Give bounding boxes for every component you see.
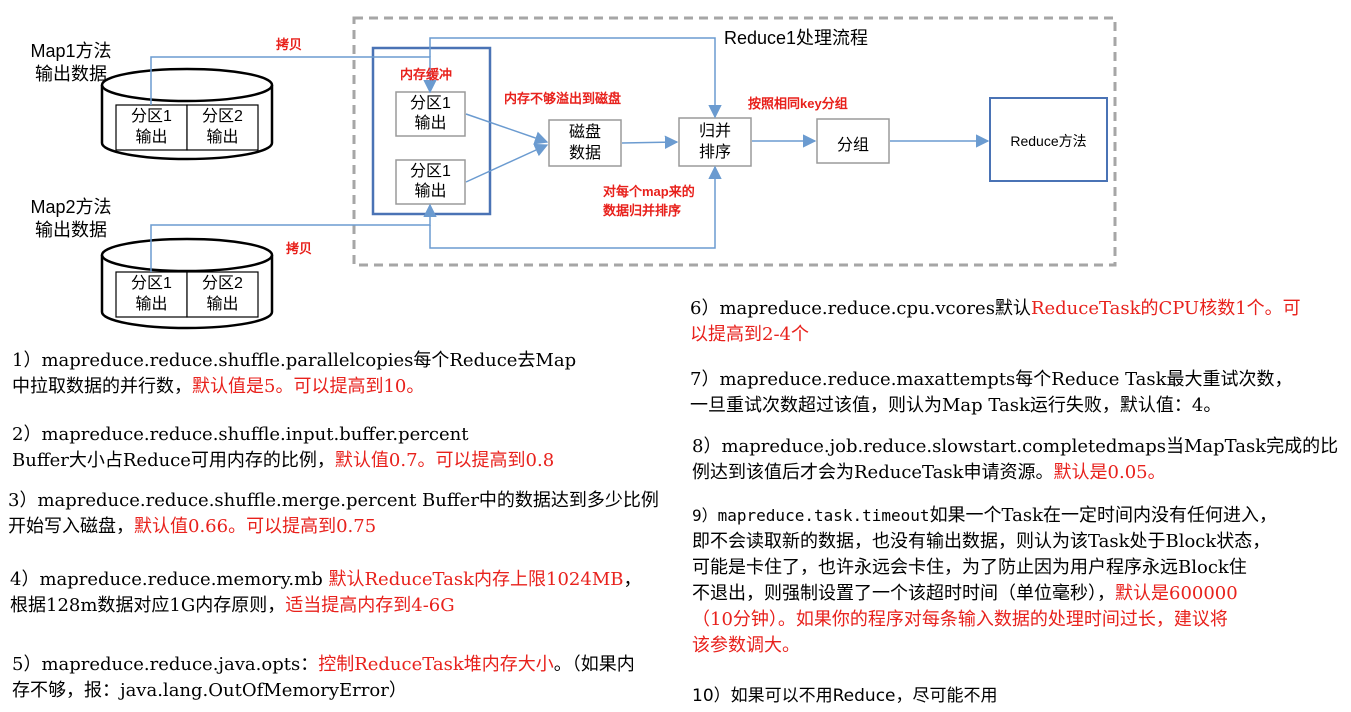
reduce-method-box <box>989 97 1108 182</box>
reduce-method-label: Reduce方法 <box>1010 133 1087 149</box>
copy-arrow-map1-merge <box>429 37 722 119</box>
group-label: 分组 <box>836 137 869 154</box>
note-7: 7）mapreduce.reduce.maxattempts每个Reduce T… <box>690 369 1293 416</box>
note-1: 1）mapreduce.reduce.shuffle.parallelcopie… <box>12 350 577 397</box>
copy-label-1: 拷贝 <box>276 37 303 52</box>
disk-data-box <box>548 119 622 167</box>
map1-partition2-box <box>186 104 259 151</box>
disk-data-label: 磁盘数据 <box>568 124 601 162</box>
map2-label: Map2方法 输出数据 <box>30 197 112 240</box>
spill-note: 内存不够溢出到磁盘 <box>504 91 622 106</box>
map1-disk <box>100 67 274 161</box>
copy-arrow-map1-buffer <box>150 56 437 105</box>
copy-label-2: 拷贝 <box>286 241 313 256</box>
note-10: 10）如果可以不用Reduce，尽可能不用 <box>692 686 998 706</box>
map2-disk <box>100 237 274 330</box>
memory-buffer-label: 内存缓冲 <box>400 67 453 82</box>
note-2: 2）mapreduce.reduce.shuffle.input.buffer.… <box>12 424 555 471</box>
copy-arrow-map2-buffer <box>150 203 437 272</box>
buffer-partition-box-2 <box>395 159 466 205</box>
note-5: 5）mapreduce.reduce.java.opts：控制ReduceTas… <box>12 654 635 701</box>
note-8: 8）mapreduce.job.reduce.slowstart.complet… <box>692 436 1339 483</box>
reduce-title: Reduce1处理流程 <box>724 28 869 48</box>
note-3: 3）mapreduce.reduce.shuffle.merge.percent… <box>8 490 659 537</box>
merge-sort-label: 归并排序 <box>698 123 731 161</box>
note-6: 6）mapreduce.reduce.cpu.vcores默认ReduceTas… <box>690 298 1301 345</box>
group-note: 按照相同key分组 <box>748 96 848 111</box>
map1-label: Map1方法 输出数据 <box>30 41 112 84</box>
copy-arrow-map2-merge <box>429 165 722 249</box>
merge-note: 对每个map来的数据归并排序 <box>603 184 695 218</box>
reduce-process-frame <box>352 16 1117 267</box>
group-box <box>816 118 890 164</box>
map2-partition2-box <box>186 271 259 318</box>
merge-sort-box <box>678 117 752 167</box>
note-4: 4）mapreduce.reduce.memory.mb 默认ReduceTas… <box>10 569 642 616</box>
note-9: 9）mapreduce.task.timeout如果一个Task在一定时间内没有… <box>692 505 1278 656</box>
reduce-flow-diagram <box>100 16 1117 330</box>
spill-arrow-2 <box>465 143 549 183</box>
disk-to-merge-arrow <box>621 135 679 149</box>
spill-arrow-1 <box>465 113 549 145</box>
